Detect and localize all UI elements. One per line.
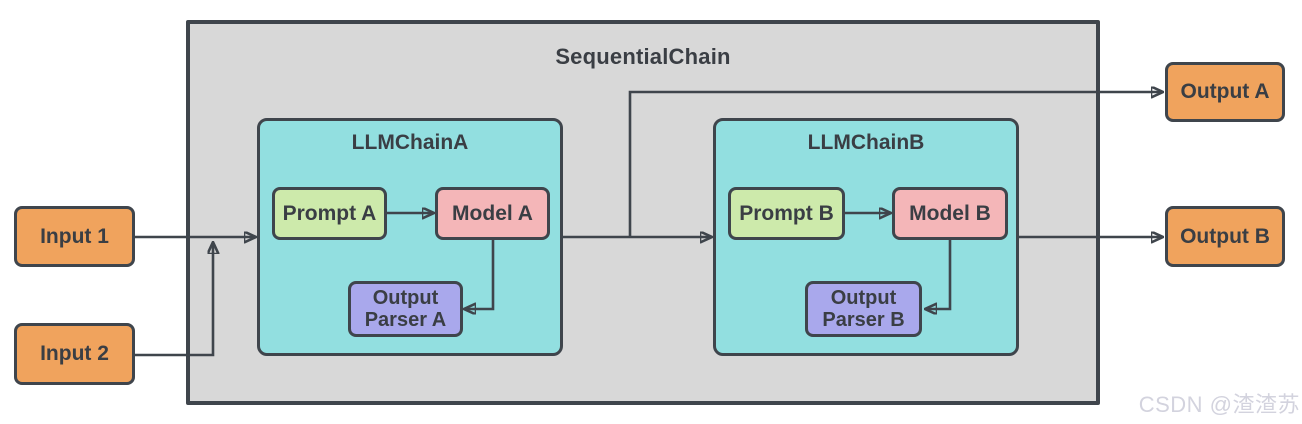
output-b-node: Output B: [1165, 206, 1285, 267]
llmchain-a-box: LLMChainA Prompt A Model A Output Parser…: [257, 118, 563, 356]
llmchain-a-title: LLMChainA: [351, 131, 469, 154]
output-parser-b-node: Output Parser B: [805, 281, 922, 337]
prompt-a-node: Prompt A: [272, 187, 387, 240]
output-a-node: Output A: [1165, 62, 1285, 122]
output-parser-a-node: Output Parser A: [348, 281, 463, 337]
prompt-b-node: Prompt B: [728, 187, 845, 240]
model-a-node: Model A: [435, 187, 550, 240]
watermark: CSDN @渣渣苏: [1138, 392, 1300, 417]
sequentialchain-box: SequentialChain LLMChainA Prompt A Model…: [186, 20, 1100, 405]
input-1-node: Input 1: [14, 206, 135, 267]
sequentialchain-title: SequentialChain: [555, 44, 731, 69]
llmchain-b-title: LLMChainB: [807, 131, 925, 154]
input-2-node: Input 2: [14, 323, 135, 385]
llmchain-b-box: LLMChainB Prompt B Model B Output Parser…: [713, 118, 1019, 356]
model-b-node: Model B: [892, 187, 1008, 240]
